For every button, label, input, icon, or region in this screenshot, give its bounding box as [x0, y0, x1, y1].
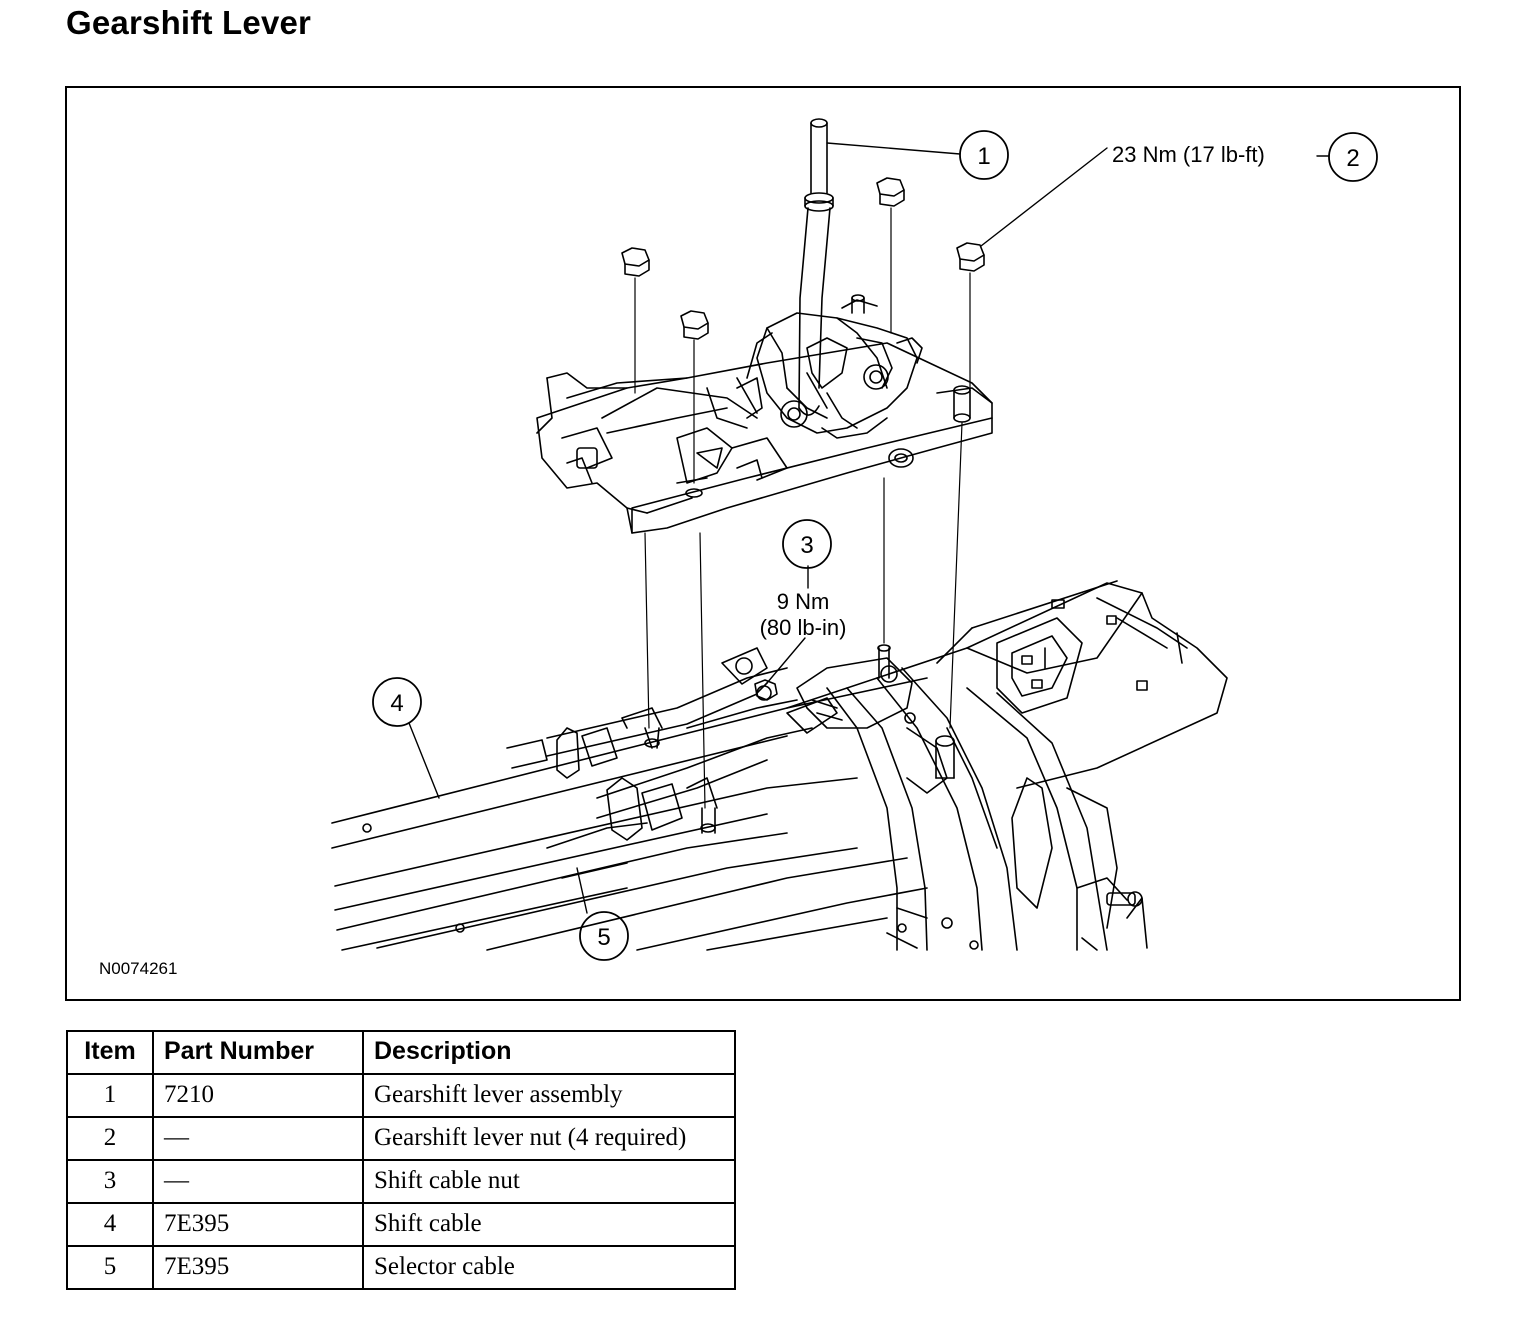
header-part-number: Part Number: [152, 1030, 364, 1075]
cell-description: Gearshift lever nut (4 required): [362, 1116, 736, 1161]
callout-circles: [372, 130, 1378, 961]
callout-5-label: 5: [597, 924, 610, 951]
cell-item: 5: [66, 1245, 154, 1290]
callout-circle-2: [1328, 132, 1378, 182]
cell-part-number: —: [152, 1159, 364, 1204]
gearshift-lever-assembly: [536, 294, 993, 534]
callout-circle-3: [782, 519, 832, 569]
callout-leaders: [408, 142, 1330, 914]
cell-description: Gearshift lever assembly: [362, 1073, 736, 1118]
table-row: 3 — Shift cable nut: [66, 1159, 736, 1204]
cell-item: 2: [66, 1116, 154, 1161]
callout-2-label: 2: [1346, 145, 1359, 172]
torque-spec-nut: 23 Nm (17 lb-ft): [1112, 142, 1265, 167]
diagram-frame: 1 2 3 4 5 23 Nm (17 lb-ft) 9 Nm (80 lb-i…: [65, 86, 1461, 1001]
cell-description: Shift cable: [362, 1202, 736, 1247]
selector-cable: [546, 697, 843, 879]
cell-part-number: —: [152, 1116, 364, 1161]
gearshift-lever-shaft: [798, 118, 834, 416]
floor-pan-structure: [331, 580, 1228, 951]
cell-item: 1: [66, 1073, 154, 1118]
cell-description: Selector cable: [362, 1245, 736, 1290]
cell-item: 3: [66, 1159, 154, 1204]
callout-circle-1: [959, 130, 1009, 180]
table-header-row: Item Part Number Description: [66, 1030, 736, 1075]
callout-4-label: 4: [390, 690, 403, 717]
shift-cable: [506, 647, 798, 779]
torque-spec-cable-nut-line1: 9 Nm: [777, 589, 830, 614]
callout-circle-5: [579, 911, 629, 961]
callout-circle-4: [372, 677, 422, 727]
page-title: Gearshift Lever: [66, 4, 312, 41]
cell-description: Shift cable nut: [362, 1159, 736, 1204]
torque-spec-cable-nut-line2: (80 lb-in): [760, 615, 847, 640]
gearshift-lever-nuts: [621, 177, 985, 701]
cell-part-number: 7E395: [152, 1245, 364, 1290]
tunnel-mount-plate: [644, 644, 955, 834]
gearshift-diagram: 1 2 3 4 5 23 Nm (17 lb-ft) 9 Nm (80 lb-i…: [99, 118, 1378, 978]
table-row: 5 7E395 Selector cable: [66, 1245, 736, 1290]
table-row: 1 7210 Gearshift lever assembly: [66, 1073, 736, 1118]
header-item: Item: [66, 1030, 154, 1075]
figure-id: N0074261: [99, 959, 177, 978]
stud-alignment-lines: [634, 207, 971, 809]
callout-3-label: 3: [800, 532, 813, 559]
cell-part-number: 7210: [152, 1073, 364, 1118]
table-row: 2 — Gearshift lever nut (4 required): [66, 1116, 736, 1161]
callout-1-label: 1: [977, 143, 990, 170]
header-description: Description: [362, 1030, 736, 1075]
table-row: 4 7E395 Shift cable: [66, 1202, 736, 1247]
parts-table: Item Part Number Description 1 7210 Gear…: [66, 1030, 736, 1290]
cell-item: 4: [66, 1202, 154, 1247]
cell-part-number: 7E395: [152, 1202, 364, 1247]
